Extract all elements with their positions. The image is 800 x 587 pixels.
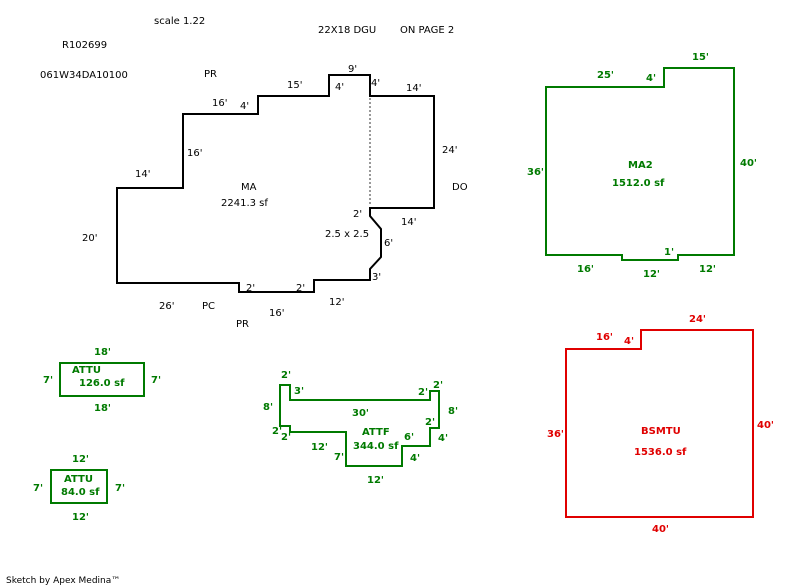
ma2-dim: 4': [646, 73, 656, 84]
ma2-area: 1512.0 sf: [612, 178, 665, 189]
ma-inset-label: 2.5 x 2.5: [325, 229, 369, 240]
attf-dim: 6': [404, 432, 414, 443]
attf-dim: 2': [425, 417, 435, 428]
bsmtu-dim: 40': [757, 420, 774, 431]
ma-dim: 4': [335, 82, 344, 93]
attf-dim: 2': [272, 426, 282, 437]
attf-dim: 3': [294, 386, 304, 397]
bsmtu-dim: 40': [652, 524, 669, 535]
pr-label-bottom: PR: [236, 319, 249, 330]
bsmtu-dim: 16': [596, 332, 613, 343]
attu2-area: 84.0 sf: [61, 487, 100, 498]
attf-dim: 8': [448, 406, 458, 417]
ma-dim: 4': [371, 78, 380, 89]
ma-dim: 14': [135, 169, 150, 180]
pc-label: PC: [202, 301, 215, 312]
attf-dim: 30': [352, 408, 369, 419]
ma2-dim: 15': [692, 52, 709, 63]
ma-dim: 2': [296, 283, 305, 294]
attf-dim: 12': [311, 442, 328, 453]
ma-name: MA: [241, 182, 257, 193]
do-label: DO: [452, 182, 468, 193]
ma-dim: 2': [353, 209, 362, 220]
ma-dim: 16': [187, 148, 202, 159]
attf-dim: 2': [418, 387, 428, 398]
ma-dim: 9': [348, 64, 357, 75]
ma-dim: 26': [159, 301, 174, 312]
ma2-dim: 12': [699, 264, 716, 275]
attu1-dim: 7': [43, 375, 53, 386]
attf-dim: 2': [281, 370, 291, 381]
ma2-dim: 12': [643, 269, 660, 280]
attu2-name: ATTU: [64, 474, 93, 485]
attf-dim: 8': [263, 402, 273, 413]
scale-label: scale 1.22: [154, 16, 205, 27]
attu1-dim: 7': [151, 375, 161, 386]
attf-dim: 2': [433, 380, 443, 391]
attu2-dim: 7': [33, 483, 43, 494]
ma-dim: 4': [240, 101, 249, 112]
ma-dim: 14': [401, 217, 416, 228]
ma-dim: 12': [329, 297, 344, 308]
bsmtu-dim: 36': [547, 429, 564, 440]
attu2-dim: 12': [72, 512, 89, 523]
ma-dim: 2': [246, 283, 255, 294]
attf-name: ATTF: [362, 427, 390, 438]
ma-area: 2241.3 sf: [221, 198, 268, 209]
note-dgu: 22X18 DGU: [318, 25, 376, 36]
bsmtu-name: BSMTU: [641, 426, 681, 437]
ma-dim: 20': [82, 233, 97, 244]
bsmtu-dim: 24': [689, 314, 706, 325]
attu1-dim: 18': [94, 347, 111, 358]
attu1-area: 126.0 sf: [79, 378, 125, 389]
ma2-dim: 40': [740, 158, 757, 169]
ma-dim: 15': [287, 80, 302, 91]
ma2-dim: 25': [597, 70, 614, 81]
bsmtu-dim: 4': [624, 336, 634, 347]
ma2-outline[interactable]: [545, 67, 735, 261]
parcel-id: 061W34DA10100: [40, 70, 128, 81]
ma2-dim: 36': [527, 167, 544, 178]
attu2-outline[interactable]: [50, 469, 108, 504]
note-page: ON PAGE 2: [400, 25, 454, 36]
bsmtu-outline[interactable]: [565, 329, 754, 518]
attu2-dim: 12': [72, 454, 89, 465]
footer-credit: Sketch by Apex Medina™: [6, 576, 120, 586]
ma2-dim: 16': [577, 264, 594, 275]
bsmtu-area: 1536.0 sf: [634, 447, 687, 458]
attf-dim: 2': [281, 432, 291, 443]
ma2-dim: 1': [664, 247, 674, 258]
attf-dim: 7': [334, 452, 344, 463]
attf-dim: 4': [410, 453, 420, 464]
attu1-outline[interactable]: [59, 362, 145, 397]
attu1-dim: 18': [94, 403, 111, 414]
ma-outline[interactable]: [116, 74, 435, 293]
pr-label-top: PR: [204, 69, 217, 80]
ma2-name: MA2: [628, 160, 653, 171]
attu1-name: ATTU: [72, 365, 101, 376]
attf-dim: 4': [438, 433, 448, 444]
record-id: R102699: [62, 40, 107, 51]
ma-dim: 3': [372, 272, 381, 283]
ma-dim: 16': [269, 308, 284, 319]
attu2-dim: 7': [115, 483, 125, 494]
attf-dim: 12': [367, 475, 384, 486]
ma-dim: 14': [406, 83, 421, 94]
ma-dim: 6': [384, 238, 393, 249]
attf-outline[interactable]: [279, 384, 440, 467]
ma-dim: 16': [212, 98, 227, 109]
ma-dim: 24': [442, 145, 457, 156]
attf-area: 344.0 sf: [353, 441, 399, 452]
